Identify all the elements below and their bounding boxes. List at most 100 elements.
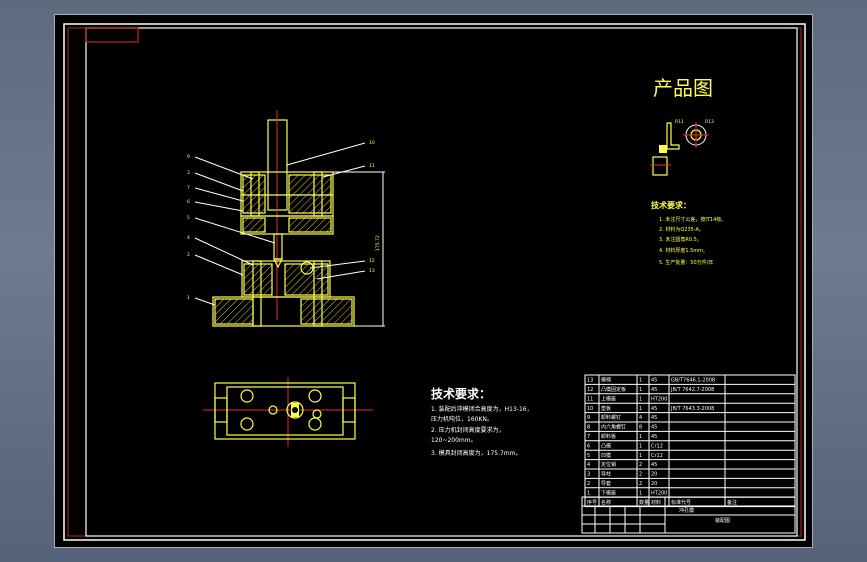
parts-cell: 5 <box>587 453 590 459</box>
parts-cell: 1 <box>639 434 642 440</box>
punch <box>273 233 283 260</box>
callout-10: 10 <box>369 140 375 146</box>
cad-drawing-canvas[interactable]: 175.72 9 3 7 6 5 4 2 1 10 11 12 13 <box>55 15 814 549</box>
parts-cell: 模柄 <box>601 377 611 384</box>
parts-cell: 2 <box>639 481 642 487</box>
parts-cell: 1 <box>639 490 642 496</box>
parts-cell: 4 <box>587 462 590 468</box>
parts-cell: 7 <box>587 434 590 440</box>
callout-12: 12 <box>369 258 375 264</box>
parts-cell: 卸料螺钉 <box>601 414 621 421</box>
parts-cell: 1 <box>639 443 642 449</box>
parts-cell: 3 <box>587 472 590 478</box>
product-dim-r11: R11 <box>675 119 684 125</box>
tech-req-line-2: 压力机吨位，160KN。 <box>431 415 493 423</box>
product-view: 产品图 R11 R13 技术要求： 1. 未注尺寸公差，按IT14级。 2. 材… <box>650 76 726 266</box>
parts-cell: 导套 <box>601 480 611 487</box>
sheet-outer-border <box>63 23 806 541</box>
parts-cell: 凸模 <box>601 442 611 449</box>
callout-13: 13 <box>369 268 375 274</box>
parts-cell: 10 <box>587 406 593 412</box>
parts-cell: Cr12 <box>651 453 663 459</box>
callout-9: 9 <box>187 154 190 160</box>
product-req-1: 1. 未注尺寸公差，按IT14级。 <box>659 216 726 223</box>
parts-cell: 12 <box>587 387 593 393</box>
parts-cell: Cr12 <box>651 443 663 449</box>
parts-cell: JB/T 7643.3-2008 <box>670 406 714 412</box>
parts-header-cell: 名称 <box>601 499 611 506</box>
parts-cell: 内六角螺钉 <box>601 424 626 431</box>
callout-4: 4 <box>187 235 190 241</box>
height-dimension: 175.72 <box>375 235 381 251</box>
parts-cell: 导柱 <box>601 471 611 478</box>
parts-cell: 上模座 <box>601 395 616 402</box>
tech-req-line-1: 1. 装配后冲模闭合高度为，H13-16， <box>431 405 533 413</box>
title-block: 冲孔模 装配图 <box>581 496 796 534</box>
parts-cell: 8 <box>587 425 590 431</box>
parts-cell: 定位销 <box>601 461 616 468</box>
parts-header-cell: 数量 <box>639 499 649 506</box>
sheet-inner-border <box>85 27 798 537</box>
parts-cell: 45 <box>651 415 657 421</box>
product-req-4: 4. 材料厚度1.5mm。 <box>659 247 708 254</box>
parts-cell: 45 <box>651 378 657 384</box>
cad-viewport[interactable]: 175.72 9 3 7 6 5 4 2 1 10 11 12 13 <box>54 14 813 548</box>
parts-cell: 1 <box>639 453 642 459</box>
tech-requirements: 技术要求： 1. 装配后冲模闭合高度为，H13-16， 压力机吨位，160KN。… <box>431 386 533 457</box>
product-title: 产品图 <box>653 76 713 100</box>
top-view-outline <box>214 382 356 440</box>
parts-cell: 9 <box>587 415 590 421</box>
callout-7: 7 <box>187 185 190 191</box>
parts-cell: 11 <box>587 396 593 402</box>
parts-cell: 20 <box>651 472 657 478</box>
parts-cell: 45 <box>651 462 657 468</box>
parts-header-cell: 备注 <box>727 499 737 506</box>
product-dim-r13: R13 <box>705 119 714 125</box>
parts-cell: 2 <box>639 472 642 478</box>
parts-cell: 1 <box>639 387 642 393</box>
callout-11: 11 <box>369 163 375 169</box>
callout-2: 2 <box>187 252 190 258</box>
lower-die-shoe <box>212 296 355 327</box>
callout-6: 6 <box>187 199 190 205</box>
parts-cell: JB/T 7642.7-2008 <box>670 387 714 393</box>
parts-cell: 下模座 <box>601 489 616 496</box>
parts-cell: 45 <box>651 387 657 393</box>
parts-cell: 45 <box>651 425 657 431</box>
parts-cell: 凹模 <box>601 452 611 459</box>
parts-cell: 13 <box>587 378 593 384</box>
parts-cell: 1 <box>587 490 590 496</box>
callout-1: 1 <box>187 295 190 301</box>
parts-cell: 6 <box>587 443 590 449</box>
drawing-no: 装配图 <box>715 517 730 524</box>
tech-req-line-3: 2. 压力机封闭高度要求为， <box>431 426 505 434</box>
drawing-no-box <box>85 27 139 43</box>
callout-5: 5 <box>187 215 190 221</box>
parts-cell: 20 <box>651 481 657 487</box>
callout-3: 3 <box>187 170 190 176</box>
parts-cell: HT200 <box>651 490 667 496</box>
product-req-2: 2. 材料为Q235-A。 <box>659 226 704 233</box>
parts-cell: 1 <box>639 396 642 402</box>
parts-header-cell: 序号 <box>587 499 597 506</box>
parts-cell: 1 <box>639 378 642 384</box>
parts-header-cell: 材料 <box>651 499 661 506</box>
product-req-3: 3. 未注圆角R0.5。 <box>659 236 702 243</box>
drawing-name: 冲孔模 <box>679 507 694 514</box>
tech-req-line-4: 120~200mm。 <box>431 437 477 444</box>
parts-cell: 卸料板 <box>601 433 616 440</box>
parts-cell: 垫板 <box>601 405 611 412</box>
stripper-plate <box>240 215 334 235</box>
parts-header-cell: 标准代号 <box>671 499 691 506</box>
parts-cell: 2 <box>639 462 642 468</box>
parts-cell: 4 <box>639 415 642 421</box>
parts-cell: 45 <box>651 434 657 440</box>
parts-cell: 2 <box>587 481 590 487</box>
parts-cell: 45 <box>651 406 657 412</box>
product-req-title: 技术要求： <box>651 200 691 210</box>
assembly-front-view: 175.72 9 3 7 6 5 4 2 1 10 11 12 13 <box>187 110 385 327</box>
parts-cell: 凸模固定板 <box>601 386 626 393</box>
tech-req-line-5: 3. 模具封闭高度为，175.7mm。 <box>431 449 522 457</box>
parts-cell: HT200 <box>651 396 667 402</box>
parts-cell: GB/T7646.1-2008 <box>671 378 715 384</box>
